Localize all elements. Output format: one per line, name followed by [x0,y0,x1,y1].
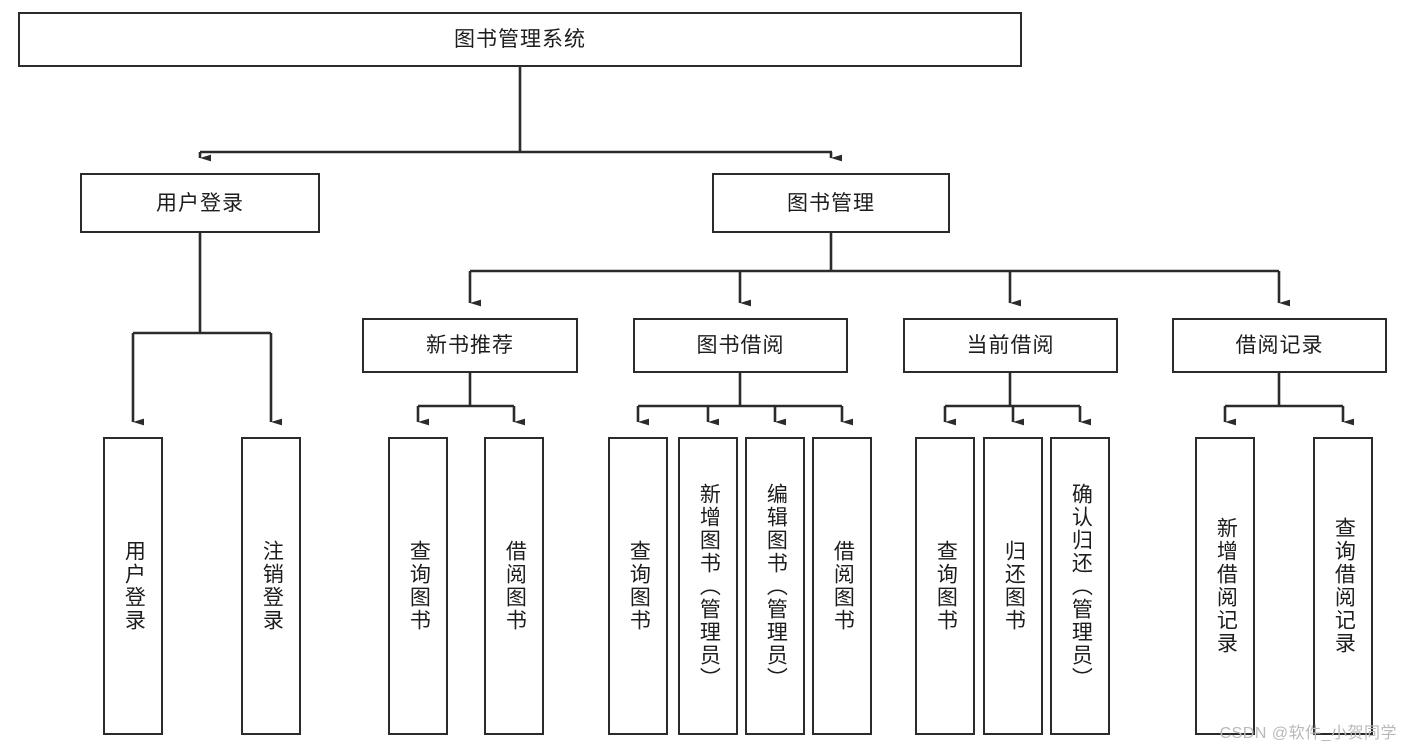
node-nbr-query-book[interactable]: 查询图书 [388,437,448,735]
node-cb-confirm-return-label: 确认归还（管理员） [1069,482,1093,690]
node-cb-return-book[interactable]: 归还图书 [983,437,1043,735]
node-bb-borrow-book-label: 借阅图书 [831,540,855,632]
node-root[interactable]: 图书管理系统 [18,12,1022,67]
node-cb-query-book[interactable]: 查询图书 [915,437,975,735]
node-nbr-borrow-book-label: 借阅图书 [503,540,527,632]
node-user-login-leaf[interactable]: 用户登录 [103,437,163,735]
node-bb-borrow-book[interactable]: 借阅图书 [812,437,872,735]
node-new-book-recommend[interactable]: 新书推荐 [362,318,578,373]
node-current-borrow-label: 当前借阅 [966,334,1055,357]
node-user-logout-leaf[interactable]: 注销登录 [241,437,301,735]
node-book-borrow-label: 图书借阅 [696,334,785,357]
node-root-label: 图书管理系统 [454,28,586,51]
node-br-add-record-label: 新增借阅记录 [1214,517,1238,655]
node-cb-confirm-return[interactable]: 确认归还（管理员） [1050,437,1110,735]
node-cb-query-book-label: 查询图书 [934,540,958,632]
node-cb-return-book-label: 归还图书 [1002,540,1026,632]
node-user-login-leaf-label: 用户登录 [122,540,146,632]
node-book-manage-label: 图书管理 [787,191,875,215]
node-bb-edit-book-label: 编辑图书（管理员） [764,482,788,690]
node-bb-add-book[interactable]: 新增图书（管理员） [678,437,738,735]
node-user-login[interactable]: 用户登录 [80,173,320,233]
node-borrow-record[interactable]: 借阅记录 [1172,318,1387,373]
node-borrow-record-label: 借阅记录 [1235,334,1324,357]
node-user-logout-leaf-label: 注销登录 [260,540,284,632]
node-bb-query-book[interactable]: 查询图书 [608,437,668,735]
node-br-add-record[interactable]: 新增借阅记录 [1195,437,1255,735]
node-book-borrow[interactable]: 图书借阅 [633,318,848,373]
node-bb-add-book-label: 新增图书（管理员） [697,482,721,690]
node-br-query-record-label: 查询借阅记录 [1332,517,1356,655]
node-nbr-query-book-label: 查询图书 [407,540,431,632]
node-new-book-recommend-label: 新书推荐 [426,334,514,357]
node-bb-query-book-label: 查询图书 [627,540,651,632]
node-bb-edit-book[interactable]: 编辑图书（管理员） [745,437,805,735]
watermark-text: CSDN @软件_小贺同学 [1219,725,1397,742]
node-nbr-borrow-book[interactable]: 借阅图书 [484,437,544,735]
node-user-login-label: 用户登录 [156,191,244,215]
node-br-query-record[interactable]: 查询借阅记录 [1313,437,1373,735]
node-book-manage[interactable]: 图书管理 [712,173,950,233]
node-current-borrow[interactable]: 当前借阅 [903,318,1118,373]
